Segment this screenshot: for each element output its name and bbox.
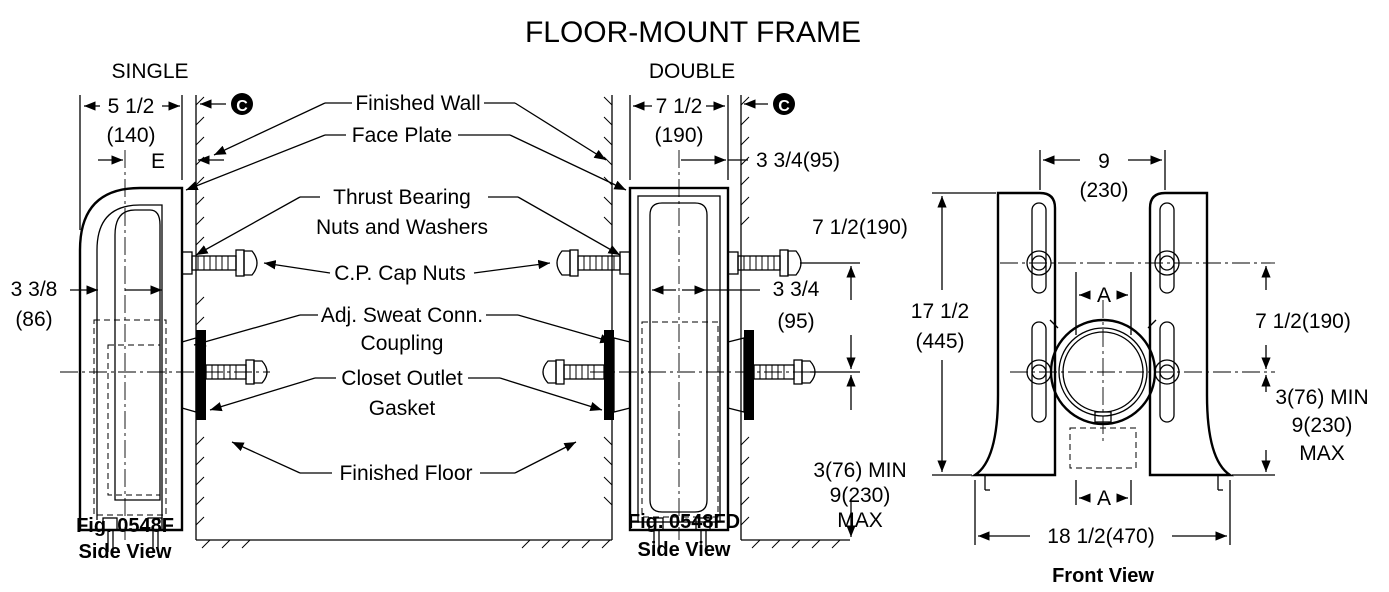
callout-closet-outlet-1: Closet Outlet [341,367,463,390]
single-heading: SINGLE [111,60,188,83]
front-right-leg [1148,191,1235,477]
callout-cp-cap-nuts: C.P. Cap Nuts [334,262,466,285]
single-carrier-inner [96,204,163,520]
double-c-marker [773,93,795,115]
single-width-dim: 5 1/2 [108,95,155,118]
double-inner-mm: (95) [777,310,814,333]
front-view: 9 (230) 17 1/2 (445) A A 7 1/2(190) 3(76… [911,150,1369,548]
callout-face-plate: Face Plate [352,124,452,147]
single-depth-dim: 3 3/8 [11,278,58,301]
single-hidden-outline [93,319,167,516]
single-depth-mm: (86) [15,308,52,331]
callout-adj-sweat-2: Coupling [361,332,444,355]
caption-single-view: Side View [78,541,171,563]
drawing-title: FLOOR-MOUNT FRAME [525,16,861,49]
single-carrier-body [78,186,184,532]
double-hidden-outline [641,321,719,518]
front-base-dim: 18 1/2(470) [1047,525,1154,548]
single-hidden-inner [107,344,161,496]
double-right-lower-bolt [727,330,816,420]
double-feet [648,517,711,552]
caption-single-fig: Fig. 0548F [76,515,174,537]
double-width-mm: (190) [654,124,703,147]
double-heading: DOUBLE [649,60,735,83]
caption-double-view: Side View [637,539,730,561]
front-a-bottom-dim: A [1097,487,1111,510]
front-left-slot-top [1031,202,1047,294]
double-inner-dim: 3 3/4 [773,278,820,301]
caption-double-fig: Fig. 0548FD [628,511,740,533]
front-floor-dim-3: MAX [1299,442,1345,465]
callout-thrust-bearing-1: Thrust Bearing [333,186,471,209]
callout-thrust-bearing-2: Nuts and Washers [316,216,488,239]
callouts: Finished Wall Face Plate Thrust Bearing … [185,92,627,485]
front-left-leg [970,191,1057,477]
callout-closet-outlet-2: Gasket [369,397,436,420]
single-e-dim: E [151,150,165,173]
single-width-mm: (140) [106,124,155,147]
single-c-marker [231,93,253,115]
double-left-lower-bolt [542,330,631,420]
double-left-upper-bolt [556,249,631,277]
double-floor-dim-3: MAX [837,509,883,532]
front-mid-dim: 7 1/2(190) [1255,310,1351,333]
single-finished-wall [195,95,612,549]
front-height-mm: (445) [915,330,964,353]
front-height-dim: 17 1/2 [911,300,969,323]
single-lower-bolt [181,330,268,420]
double-width-dim: 7 1/2 [656,95,703,118]
callout-finished-wall: Finished Wall [355,92,480,115]
caption-front-view: Front View [1052,565,1154,587]
front-top-mm: (230) [1079,179,1128,202]
double-carrier-slot [649,202,708,513]
front-floor-dim-2: 9(230) [1292,414,1353,437]
double-right-upper-bolt [727,249,802,277]
front-right-slot-top [1159,202,1175,294]
single-feet [102,517,163,552]
double-floor-dim-1: 3(76) MIN [813,459,906,482]
front-floor-dim-1: 3(76) MIN [1275,386,1368,409]
callout-finished-floor: Finished Floor [339,462,472,485]
front-top-dim: 9 [1098,150,1110,173]
front-a-top-dim: A [1097,284,1111,307]
single-c-letter: C [236,98,248,115]
double-side-view: 7 1/2 (190) C 3 3/4(95) 7 1/2(190) 3 3/4… [542,93,908,552]
callout-adj-sweat-1: Adj. Sweat Conn. [321,304,483,327]
single-side-view: 5 1/2 (140) E C 3 3/8 (86) [11,93,612,552]
double-c-letter: C [778,98,790,115]
double-offset-dim: 3 3/4(95) [756,149,840,172]
single-upper-bolt [181,249,258,277]
double-floor-dim-2: 9(230) [830,484,891,507]
single-carrier-slot [114,209,161,501]
double-height-dim: 7 1/2(190) [812,216,908,239]
